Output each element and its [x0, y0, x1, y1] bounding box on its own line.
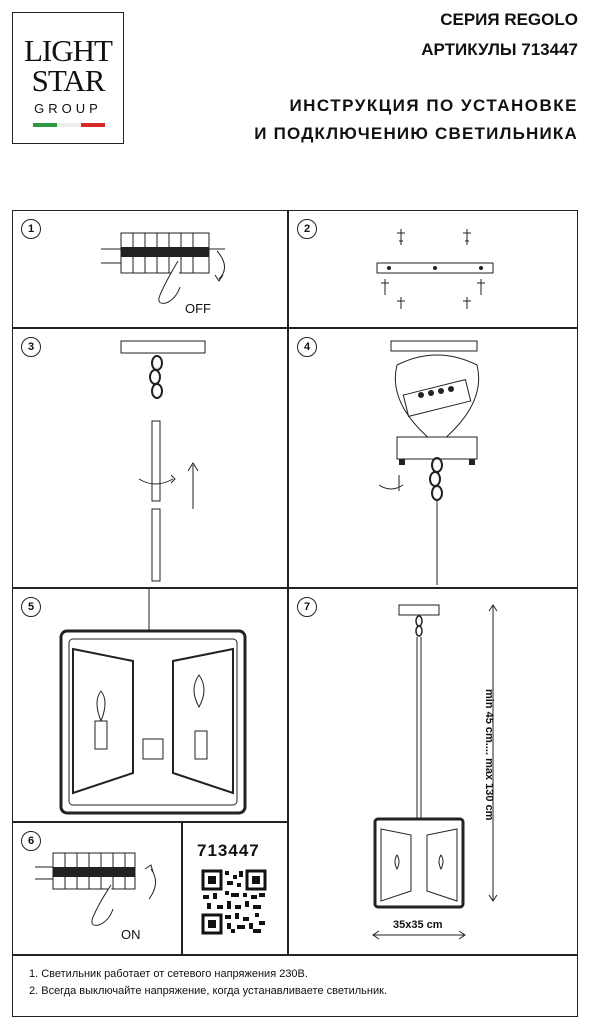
article-title: АРТИКУЛЫ 713447 — [421, 40, 578, 59]
article-number: 713447 — [197, 841, 260, 860]
italian-flag-stripe — [33, 123, 105, 127]
breaker-on-illustration — [35, 852, 156, 926]
installed-fixture-dimensions-illustration — [372, 604, 498, 940]
on-label: ON — [121, 927, 141, 942]
logo-word-light: LIGHT — [24, 33, 113, 68]
step-3-panel: 3 — [12, 328, 288, 588]
logo-word-group: GROUP — [34, 101, 102, 116]
article-qr-panel: 713447 — [182, 822, 288, 955]
instruction-title-line1: ИНСТРУКЦИЯ ПО УСТАНОВКЕ — [289, 96, 578, 115]
height-range-label: min 45 cm.... max 130 cm — [483, 689, 495, 821]
step-2-panel: 2 — [288, 210, 578, 328]
bulb-installation-illustration — [59, 589, 247, 815]
step-number: 4 — [297, 337, 317, 357]
step-7-panel: 7 min 45 cm.... max 130 cm 35x35 cm — [288, 588, 578, 955]
step-number: 5 — [21, 597, 41, 617]
notes-box: 1. Светильник работает от сетевого напря… — [12, 955, 578, 1017]
step-number: 1 — [21, 219, 41, 239]
wiring-connection-illustration — [378, 340, 480, 585]
step-number: 6 — [21, 831, 41, 851]
step-4-panel: 4 — [288, 328, 578, 588]
step-5-panel: 5 — [12, 588, 288, 822]
step-6-panel: 6 ON — [12, 822, 182, 955]
breaker-off-illustration — [101, 232, 225, 304]
step-number: 2 — [297, 219, 317, 239]
chain-and-rod-illustration — [120, 340, 206, 582]
size-label: 35x35 cm — [393, 919, 443, 931]
step-1-panel: 1 OFF — [12, 210, 288, 328]
logo-word-star: STAR — [31, 63, 106, 98]
step-number: 7 — [297, 597, 317, 617]
off-label: OFF — [185, 301, 211, 316]
note-power-off: 2. Всегда выключайте напряжение, когда у… — [29, 985, 388, 997]
brand-logo: LIGHT STAR GROUP — [12, 12, 124, 144]
step-number: 3 — [21, 337, 41, 357]
note-voltage: 1. Светильник работает от сетевого напря… — [29, 968, 308, 980]
series-title: СЕРИЯ REGOLO — [440, 10, 578, 29]
mounting-bracket-illustration — [376, 229, 494, 309]
instruction-title-line2: И ПОДКЛЮЧЕНИЮ СВЕТИЛЬНИКА — [254, 124, 578, 143]
qr-code-icon — [201, 869, 267, 935]
